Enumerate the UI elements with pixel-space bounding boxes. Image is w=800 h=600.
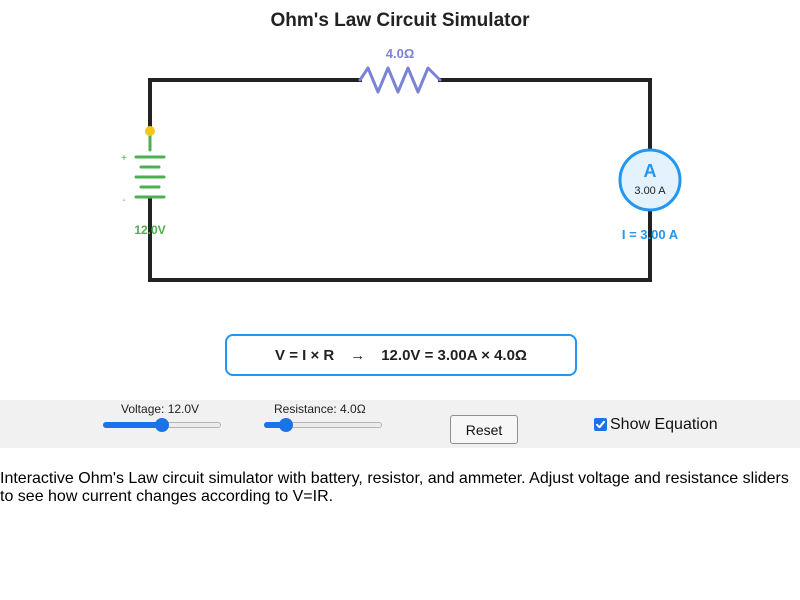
wire-top-left [148, 78, 362, 132]
resistance-slider-fill [264, 422, 287, 428]
resistance-slider[interactable] [264, 418, 382, 432]
resistance-label: Resistance: 4.0Ω [274, 402, 366, 416]
voltage-slider-fill [103, 422, 162, 428]
voltage-slider[interactable] [103, 418, 221, 432]
resistor-zigzag [358, 66, 442, 94]
reset-button[interactable]: Reset [450, 415, 518, 444]
equation-substituted: 12.0V = 3.00A × 4.0Ω [381, 346, 527, 364]
battery-voltage-label: 12.0V [134, 223, 165, 237]
battery [134, 128, 166, 199]
current-label: I = 3.00 A [622, 227, 679, 242]
page-title: Ohm's Law Circuit Simulator [271, 10, 531, 31]
battery-plus-sign: + [121, 153, 127, 164]
voltage-slider-thumb[interactable] [155, 418, 169, 432]
ammeter-circle [618, 148, 682, 212]
description-text: Interactive Ohm's Law circuit simulator … [0, 470, 789, 505]
resistor-label: 4.0Ω [386, 46, 415, 61]
checkmark-icon [596, 420, 605, 429]
wire-top-right [438, 78, 652, 152]
resistance-slider-thumb[interactable] [279, 418, 294, 432]
show-equation-label[interactable]: Show Equation [610, 416, 718, 433]
voltage-label: Voltage: 12.0V [121, 402, 200, 416]
equation-formula: V = I × R [275, 346, 335, 364]
equation-arrow: → [350, 346, 366, 364]
electron-dot [145, 126, 155, 136]
battery-minus-sign: - [122, 195, 125, 206]
ammeter-reading: 3.00 A [634, 185, 666, 197]
ammeter-symbol: A [644, 161, 657, 181]
equation-box: V = I × R → 12.0V = 3.00A × 4.0Ω [225, 334, 577, 376]
ammeter: A 3.00 A [618, 148, 682, 212]
circuit-canvas: Ohm's Law Circuit Simulator 4.0Ω + - 12.… [121, 10, 682, 282]
circuit-wires [148, 78, 652, 282]
resistor: 4.0Ω [358, 46, 442, 94]
show-equation-checkbox[interactable] [594, 418, 607, 431]
wire-bottom [148, 198, 652, 282]
